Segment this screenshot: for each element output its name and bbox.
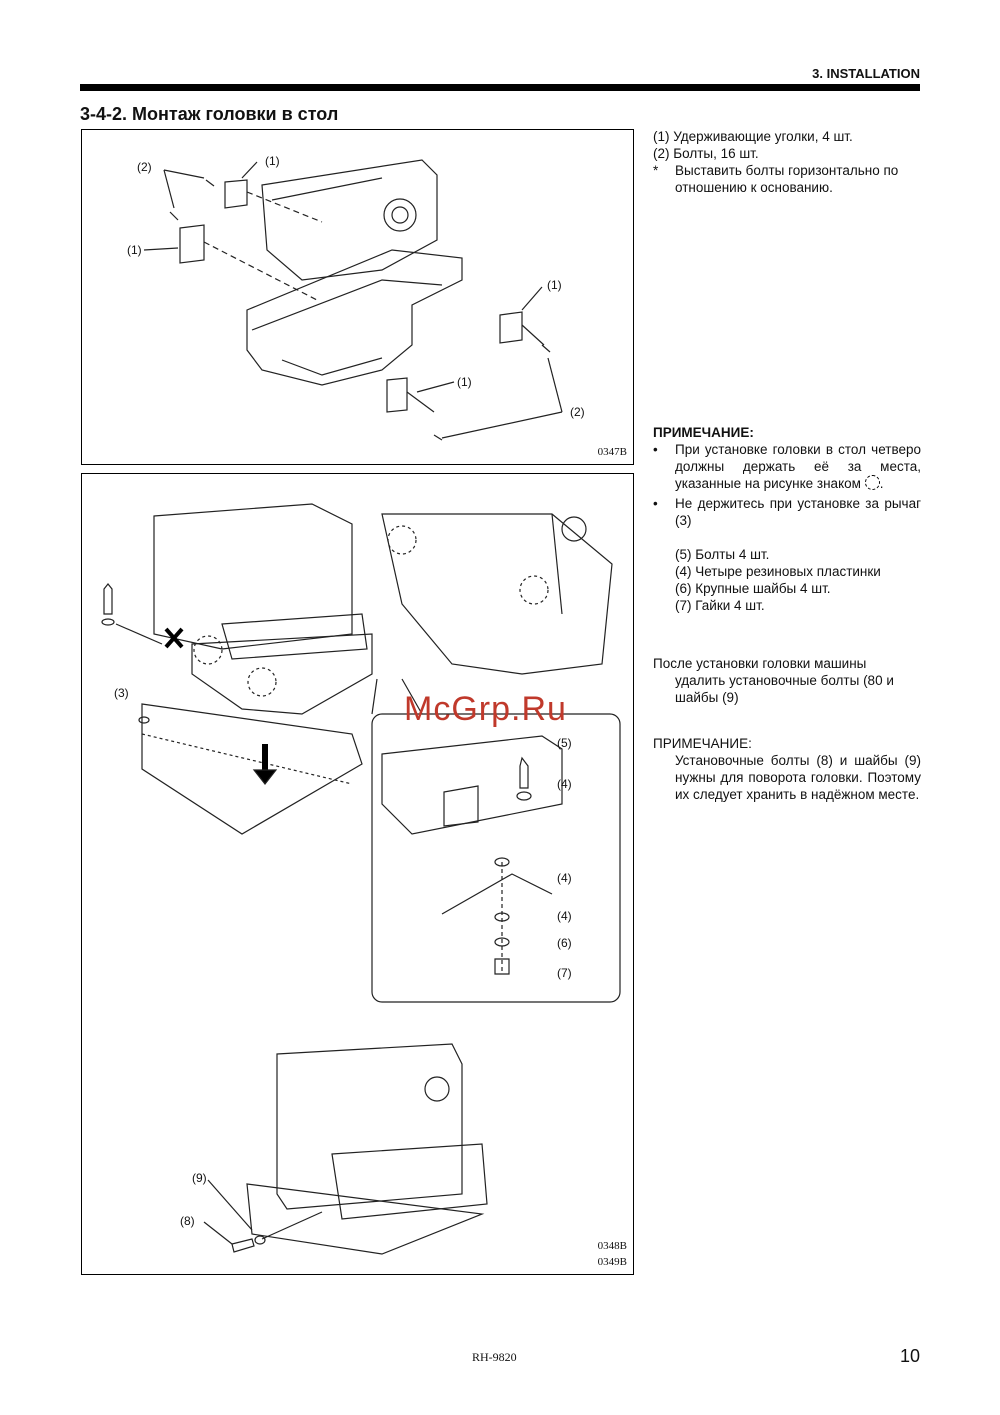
bullet-2-text: Не держитесь при установке за рычаг (3) bbox=[675, 496, 921, 528]
header-rule bbox=[80, 84, 920, 91]
callout-4: (4) bbox=[557, 909, 572, 923]
callout-1: (1) bbox=[547, 278, 562, 292]
callout-7: (7) bbox=[557, 966, 572, 980]
sub-item: (4) Четыре резиновых пластинки bbox=[675, 564, 881, 579]
figure-code: 0348B bbox=[597, 1240, 627, 1252]
callout-6: (6) bbox=[557, 936, 572, 950]
callout-5: (5) bbox=[557, 736, 572, 750]
callout-8: (8) bbox=[180, 1214, 195, 1228]
note-1-sublist: (5) Болты 4 шт. (4) Четыре резиновых пла… bbox=[653, 546, 921, 614]
header-section: 3. INSTALLATION bbox=[812, 66, 920, 81]
note-1-heading: ПРИМЕЧАНИЕ: bbox=[653, 425, 754, 440]
callout-9: (9) bbox=[192, 1171, 207, 1185]
page-number: 10 bbox=[899, 1346, 920, 1366]
callout-2: (2) bbox=[570, 405, 585, 419]
figure-1-drawing bbox=[143, 159, 563, 441]
callout-1: (1) bbox=[127, 243, 142, 257]
after-install: После установки головки машины удалить у… bbox=[653, 655, 921, 706]
callout-3: (3) bbox=[114, 686, 129, 700]
figure-bracket-mounting: (2) (1) (1) (1) (1) (2) 0347B bbox=[81, 129, 634, 465]
callout-1: (1) bbox=[457, 375, 472, 389]
section-title: 3-4-2. Монтаж головки в стол bbox=[80, 104, 339, 124]
after-rest: удалить установочные болты (80 и шайбы (… bbox=[675, 673, 894, 705]
note-2-text: Установочные болты (8) и шайбы (9) нужны… bbox=[675, 753, 921, 802]
watermark: McGrp.Ru bbox=[404, 690, 567, 728]
callout-4: (4) bbox=[557, 777, 572, 791]
note-1-bullet-1: • При установке головки в стол четверо до… bbox=[653, 441, 921, 492]
star-text: Выставить болты горизонтально по отношен… bbox=[675, 163, 899, 195]
parts-star-note: * Выставить болты горизонтально по отноше… bbox=[653, 162, 921, 196]
note-1-bullet-2: • Не держитесь при установке за рычаг (3) bbox=[653, 495, 921, 529]
figure-code: 0349B bbox=[597, 1256, 627, 1268]
parts-item-2: (2) Болты, 16 шт. bbox=[653, 146, 759, 161]
callout-2: (2) bbox=[137, 160, 152, 174]
sub-item: (7) Гайки 4 шт. bbox=[675, 598, 765, 613]
note-2: ПРИМЕЧАНИЕ: Установочные болты (8) и шай… bbox=[653, 735, 921, 803]
parts-list: (1) Удерживающие уголки, 4 шт. (2) Болты… bbox=[653, 128, 921, 196]
parts-item-1: (1) Удерживающие уголки, 4 шт. bbox=[653, 129, 853, 144]
bullet-1-text: При установке головки в стол четверо дол… bbox=[675, 442, 921, 491]
after-line-1: После установки головки машины bbox=[653, 656, 867, 671]
callout-1: (1) bbox=[265, 154, 280, 168]
bullet-mark: • bbox=[653, 496, 658, 511]
callout-4: (4) bbox=[557, 871, 572, 885]
sub-item: (6) Крупные шайбы 4 шт. bbox=[675, 581, 831, 596]
bullet-1-end: . bbox=[879, 476, 884, 491]
star-mark: * bbox=[653, 163, 659, 178]
figure-code: 0347B bbox=[597, 446, 627, 458]
sub-item: (5) Болты 4 шт. bbox=[675, 547, 770, 562]
note-2-heading: ПРИМЕЧАНИЕ: bbox=[653, 736, 752, 751]
footer-model: RH-9820 bbox=[472, 1350, 517, 1364]
dotted-circle-symbol bbox=[864, 475, 880, 490]
bullet-mark: • bbox=[653, 442, 658, 457]
figure-2-drawing bbox=[101, 503, 621, 1255]
note-1: ПРИМЕЧАНИЕ: • При установке головки в сто… bbox=[653, 424, 921, 614]
figure-head-installation: (3) (5) (4) (4) (4) (6) (7) (9) (8) 0348… bbox=[81, 473, 634, 1275]
